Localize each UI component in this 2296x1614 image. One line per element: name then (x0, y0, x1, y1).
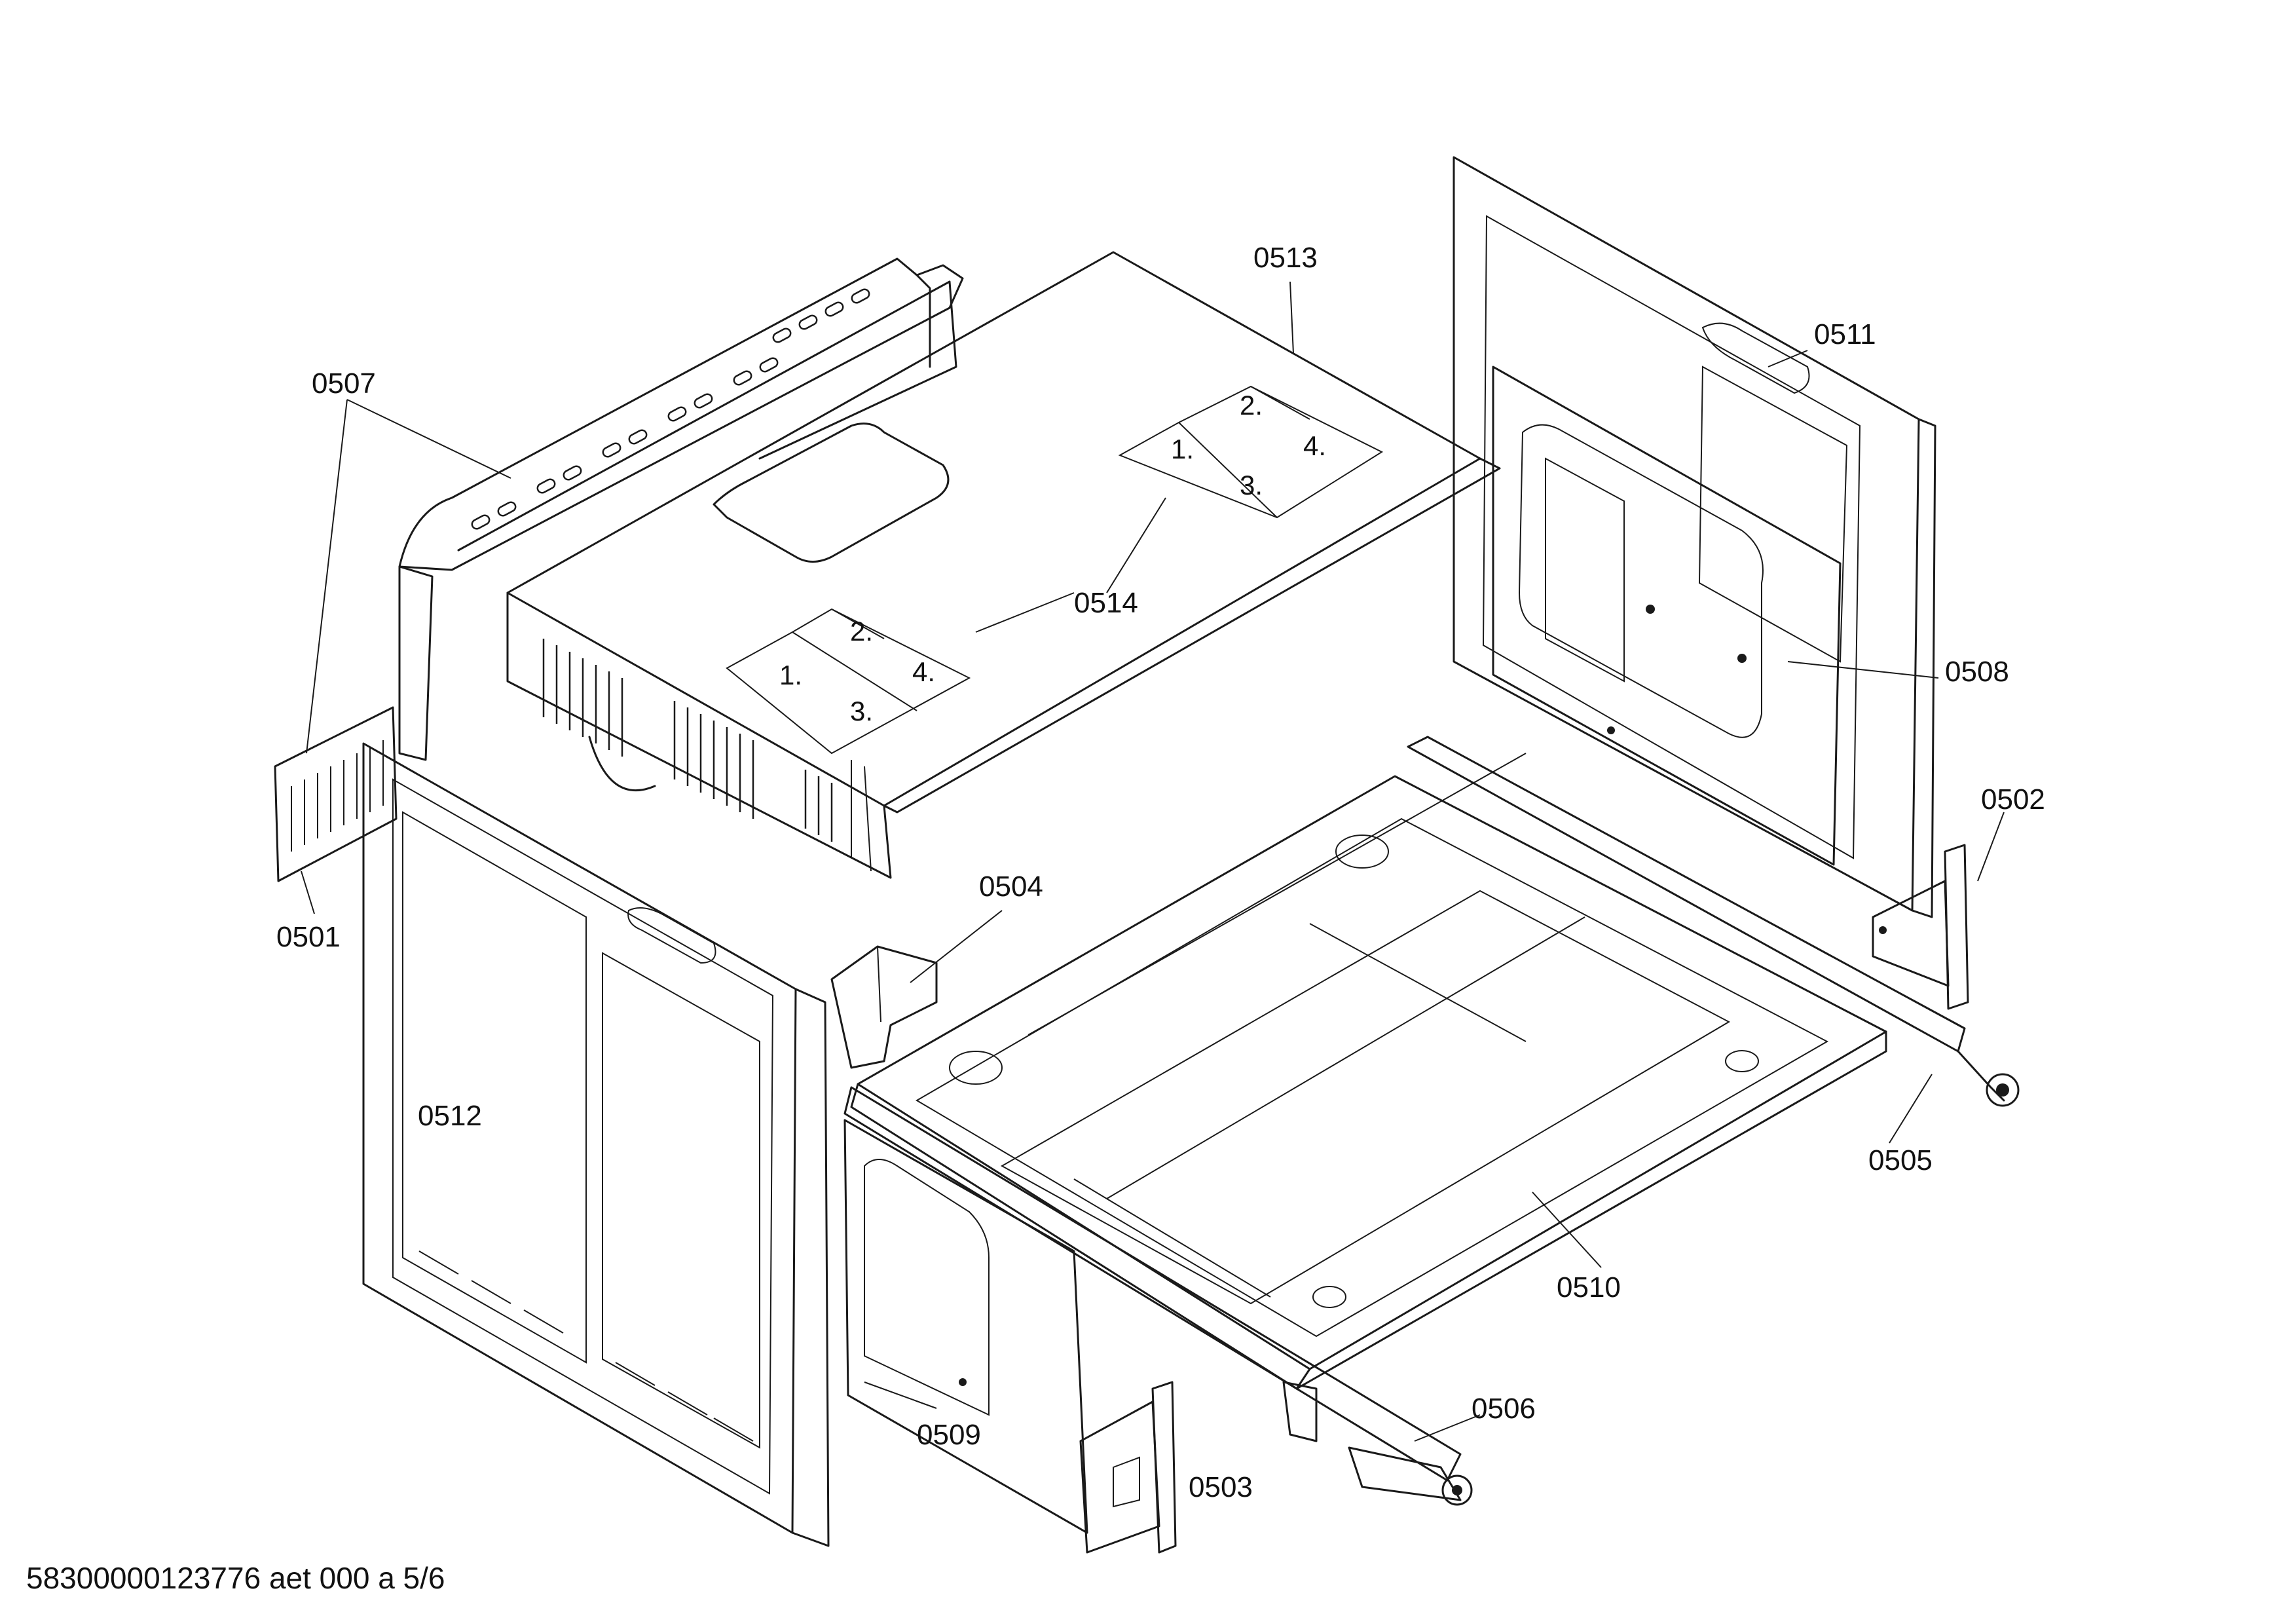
part-0512-left-side-panel (362, 742, 830, 1547)
part-0504-front-bracket (830, 945, 938, 1069)
part-0501-vent-bracket (274, 706, 398, 882)
label-0512: 0512 (418, 1100, 482, 1132)
part-0508-heat-shield (1492, 366, 1842, 866)
leader-lines (301, 281, 2005, 1442)
part-0503-lower-bracket (1079, 1381, 1177, 1554)
part-0510-bottom-tray (850, 753, 1887, 1390)
part-0502-right-bracket (1872, 844, 1969, 1010)
step-3-back: 3. (1240, 470, 1263, 500)
label-0508: 0508 (1945, 656, 2009, 688)
label-0509: 0509 (917, 1419, 981, 1451)
part-labels: 0507 0513 0511 0514 0508 0502 0501 0504 … (276, 242, 2045, 1503)
part-0514-step-plates: 2. 1. 4. 3. 2. 1. 4. 3. (726, 385, 1384, 755)
step-3-front: 3. (850, 696, 873, 726)
part-0509-left-heat-shield (843, 1119, 1088, 1534)
label-0514: 0514 (1074, 587, 1138, 619)
part-0511-right-side-panel (1453, 156, 1936, 918)
step-4-front: 4. (912, 656, 935, 687)
label-0501: 0501 (276, 921, 341, 953)
document-id: 58300000123776 aet 000 a 5/6 (26, 1561, 445, 1595)
step-4-back: 4. (1303, 430, 1326, 461)
label-0506: 0506 (1472, 1393, 1536, 1425)
label-0504: 0504 (979, 871, 1043, 903)
label-0510: 0510 (1557, 1271, 1621, 1304)
part-0507-rear-frame (398, 257, 964, 761)
part-0513-top-cover (506, 251, 1501, 879)
label-0513: 0513 (1253, 242, 1318, 274)
label-0507: 0507 (312, 367, 376, 400)
step-1-front: 1. (779, 660, 802, 690)
step-2-front: 2. (850, 616, 873, 647)
step-2-back: 2. (1240, 390, 1263, 421)
step-1-back: 1. (1171, 434, 1194, 464)
part-0505-right-rail (1407, 736, 2020, 1107)
label-0503: 0503 (1189, 1471, 1253, 1503)
label-0505: 0505 (1868, 1144, 1933, 1176)
label-0502: 0502 (1981, 783, 2045, 816)
part-0506-left-rail (843, 1086, 1473, 1506)
label-0511: 0511 (1814, 318, 1876, 350)
